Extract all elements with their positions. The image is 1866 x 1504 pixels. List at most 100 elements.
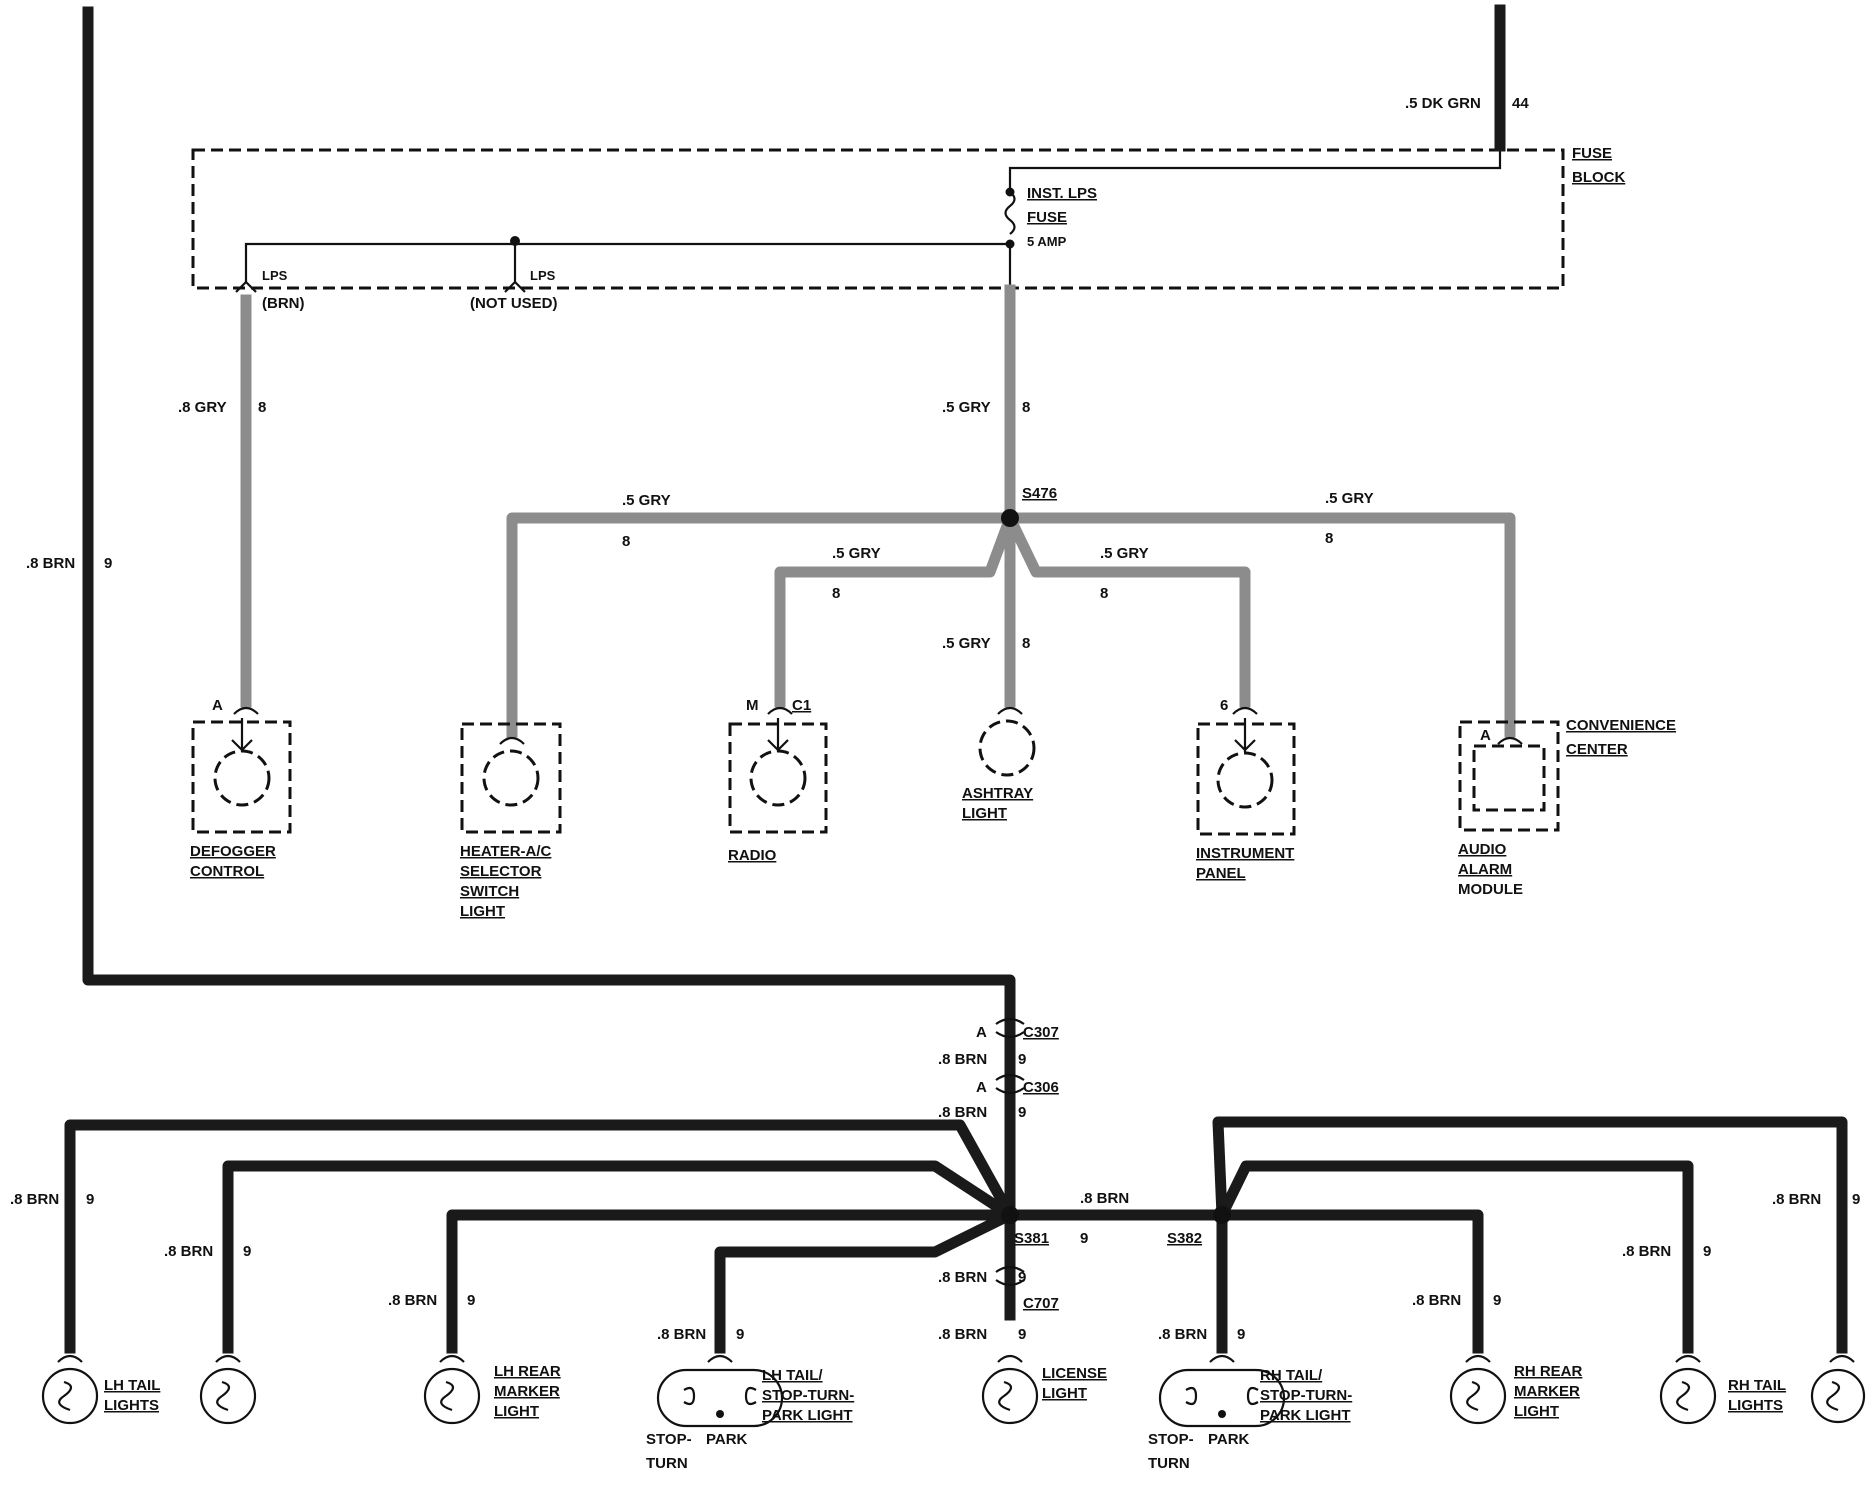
gry-radio-circuit: 8: [832, 585, 840, 602]
lh-stop-sub-2: PARK: [706, 1431, 748, 1448]
lh-marker-label-3: LIGHT: [494, 1403, 539, 1420]
rh-stop-sub-1: STOP-: [1148, 1431, 1194, 1448]
left-trunk-label: .8 BRN: [26, 555, 75, 572]
lh-stop-sub-3: TURN: [646, 1455, 688, 1472]
fuse-block: FUSE BLOCK .5 DK GRN 44 INST. LPS FUSE 5…: [191, 95, 1625, 312]
fuse-name-1: INST. LPS: [1027, 185, 1097, 202]
brn-s381-c707-label: .8 BRN: [938, 1269, 987, 1286]
gry-right-wire: [1004, 512, 1516, 738]
brn-c306-s381-label: .8 BRN: [938, 1104, 987, 1121]
feed-circuit-label: 44: [1512, 95, 1529, 112]
brown-wires: [64, 4, 1848, 1354]
brn-lh-marker-label: .8 BRN: [388, 1292, 437, 1309]
rh-stop-bulb-icon: [1158, 1368, 1286, 1428]
panel-arrow-icon: [1234, 718, 1256, 752]
lh-stop-wire: [714, 1207, 1018, 1354]
rh-stop-sub-3: TURN: [1148, 1455, 1190, 1472]
rh-stop-label-2: STOP-TURN-: [1260, 1387, 1352, 1404]
fuse-out-label: .5 GRY: [942, 399, 991, 416]
c707-connector-icon: [995, 1265, 1025, 1287]
panel-label-2: PANEL: [1196, 865, 1246, 882]
defogger-label-2: CONTROL: [190, 863, 264, 880]
radio-label: RADIO: [728, 847, 777, 864]
rh-marker-terminal-icon: [1465, 1354, 1491, 1363]
audio-terminal-icon: [1497, 736, 1523, 745]
brn-lh-tail-2-label: .8 BRN: [164, 1243, 213, 1260]
s381-splice: [1001, 1206, 1019, 1224]
fuse-icon: [1004, 191, 1016, 235]
ashtray-lamp-icon: [978, 719, 1036, 777]
rh-tail-1-wire: [1214, 1160, 1694, 1354]
s476-label: S476: [1022, 485, 1057, 502]
convenience-label-2: CENTER: [1566, 741, 1628, 758]
panel-lamp-icon: [1216, 751, 1274, 809]
rh-stop-terminal-icon: [1209, 1354, 1235, 1363]
brn-rh-tail-2-circuit: 9: [1852, 1191, 1860, 1208]
rh-tail-1-bulb-icon: [1659, 1367, 1717, 1425]
brn-lh-stop-circuit: 9: [736, 1326, 744, 1343]
license-filament-icon: [998, 1380, 1013, 1412]
lps-brn-label: (BRN): [262, 295, 305, 312]
audio-label-1: AUDIO: [1458, 841, 1507, 858]
lh-tail-2-wire: [222, 1160, 1018, 1354]
brn-rh-tail-2-label: .8 BRN: [1772, 1191, 1821, 1208]
heater-label-1: HEATER-A/C: [460, 843, 552, 860]
audio-alarm-box: [1472, 744, 1546, 812]
defogger-feed-circuit: 8: [258, 399, 266, 416]
lh-marker-bulb-icon: [423, 1367, 481, 1425]
rh-stop-center-node: [1218, 1410, 1226, 1418]
brn-s381-s382-circuit: 9: [1080, 1230, 1088, 1247]
fuse-block-title-1: FUSE: [1572, 145, 1612, 162]
lps-not-used-terminal-icon: [504, 280, 526, 293]
panel-terminal-icon: [1232, 706, 1258, 715]
lh-marker-filament-icon: [440, 1380, 455, 1412]
radio-connector-label: C1: [792, 697, 811, 714]
not-used-label: (NOT USED): [470, 295, 558, 312]
upper-components: A DEFOGGER CONTROL HEATER-A/C SELECTOR S…: [190, 697, 1676, 920]
defogger-terminal-icon: [233, 706, 259, 715]
lh-marker-label-2: MARKER: [494, 1383, 560, 1400]
panel-label-1: INSTRUMENT: [1196, 845, 1294, 862]
ashtray-label-1: ASHTRAY: [962, 785, 1033, 802]
rh-tail-label-1: RH TAIL: [1728, 1377, 1786, 1394]
rh-marker-label-3: LIGHT: [1514, 1403, 1559, 1420]
ashtray-terminal-icon: [997, 706, 1023, 715]
rh-marker-label-2: MARKER: [1514, 1383, 1580, 1400]
convenience-center-box: [1458, 720, 1560, 832]
license-label-2: LIGHT: [1042, 1385, 1087, 1402]
defogger-label-1: DEFOGGER: [190, 843, 276, 860]
convenience-label-1: CONVENIENCE: [1566, 717, 1676, 734]
fuse-top-node: [1005, 187, 1015, 197]
gry-panel-label: .5 GRY: [1100, 545, 1149, 562]
heater-lamp-icon: [482, 749, 540, 807]
audio-label-3: MODULE: [1458, 881, 1523, 898]
lps-tap-label: LPS: [262, 268, 288, 283]
brn-lh-stop-label: .8 BRN: [657, 1326, 706, 1343]
lps-bus-line: [244, 242, 1010, 282]
s382-label: S382: [1167, 1230, 1202, 1247]
radio-terminal-icon: [767, 706, 793, 715]
fuse-block-title-2: BLOCK: [1572, 169, 1625, 186]
c307-pin-label: A: [976, 1024, 987, 1041]
rh-tail-label-2: LIGHTS: [1728, 1397, 1783, 1414]
rh-marker-label-1: RH REAR: [1514, 1363, 1583, 1380]
rh-tail-2-bulb-icon: [1810, 1368, 1866, 1424]
lh-stop-center-node: [716, 1410, 724, 1418]
defogger-pin-label: A: [212, 697, 223, 714]
rh-stop-filament-icon: [1185, 1386, 1259, 1406]
defogger-control-box: [191, 720, 292, 834]
lh-stop-label-1: LH TAIL/: [762, 1367, 823, 1384]
heater-terminal-icon: [499, 736, 525, 745]
license-label-1: LICENSE: [1042, 1365, 1107, 1382]
lh-stop-bulb-icon: [656, 1368, 784, 1428]
heater-selector-box: [460, 722, 562, 834]
brn-c307-c306-label: .8 BRN: [938, 1051, 987, 1068]
gry-panel-wire: [1002, 510, 1251, 708]
gray-wires: [240, 284, 1516, 738]
heater-label-2: SELECTOR: [460, 863, 542, 880]
brn-rh-stop-circuit: 9: [1237, 1326, 1245, 1343]
fuse-feed-line: [1008, 146, 1502, 192]
panel-pin-label: 6: [1220, 697, 1228, 714]
license-bulb-icon: [981, 1367, 1039, 1425]
fuse-rating: 5 AMP: [1027, 234, 1067, 249]
